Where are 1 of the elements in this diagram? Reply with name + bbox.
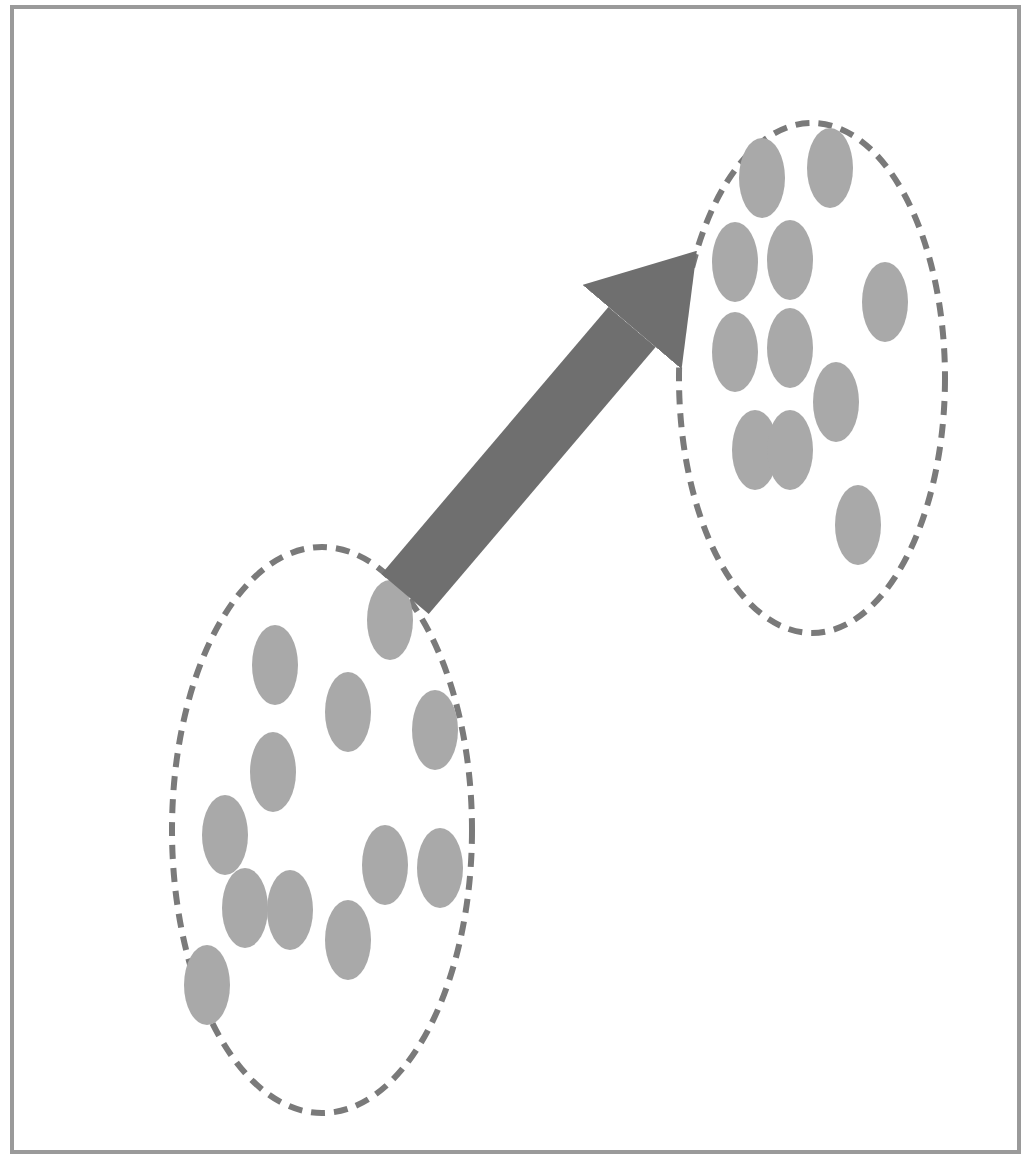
block-arrow [381, 250, 697, 615]
